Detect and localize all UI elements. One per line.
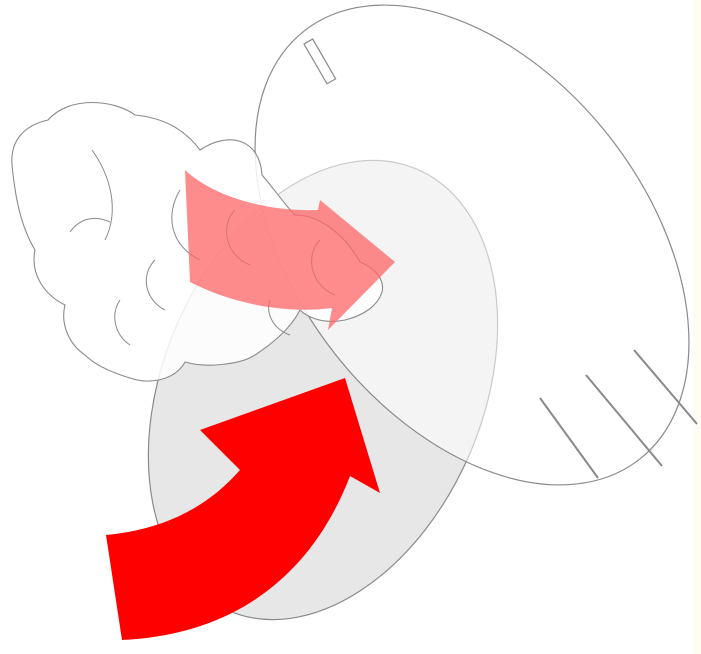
right-edge-strip — [693, 0, 701, 654]
